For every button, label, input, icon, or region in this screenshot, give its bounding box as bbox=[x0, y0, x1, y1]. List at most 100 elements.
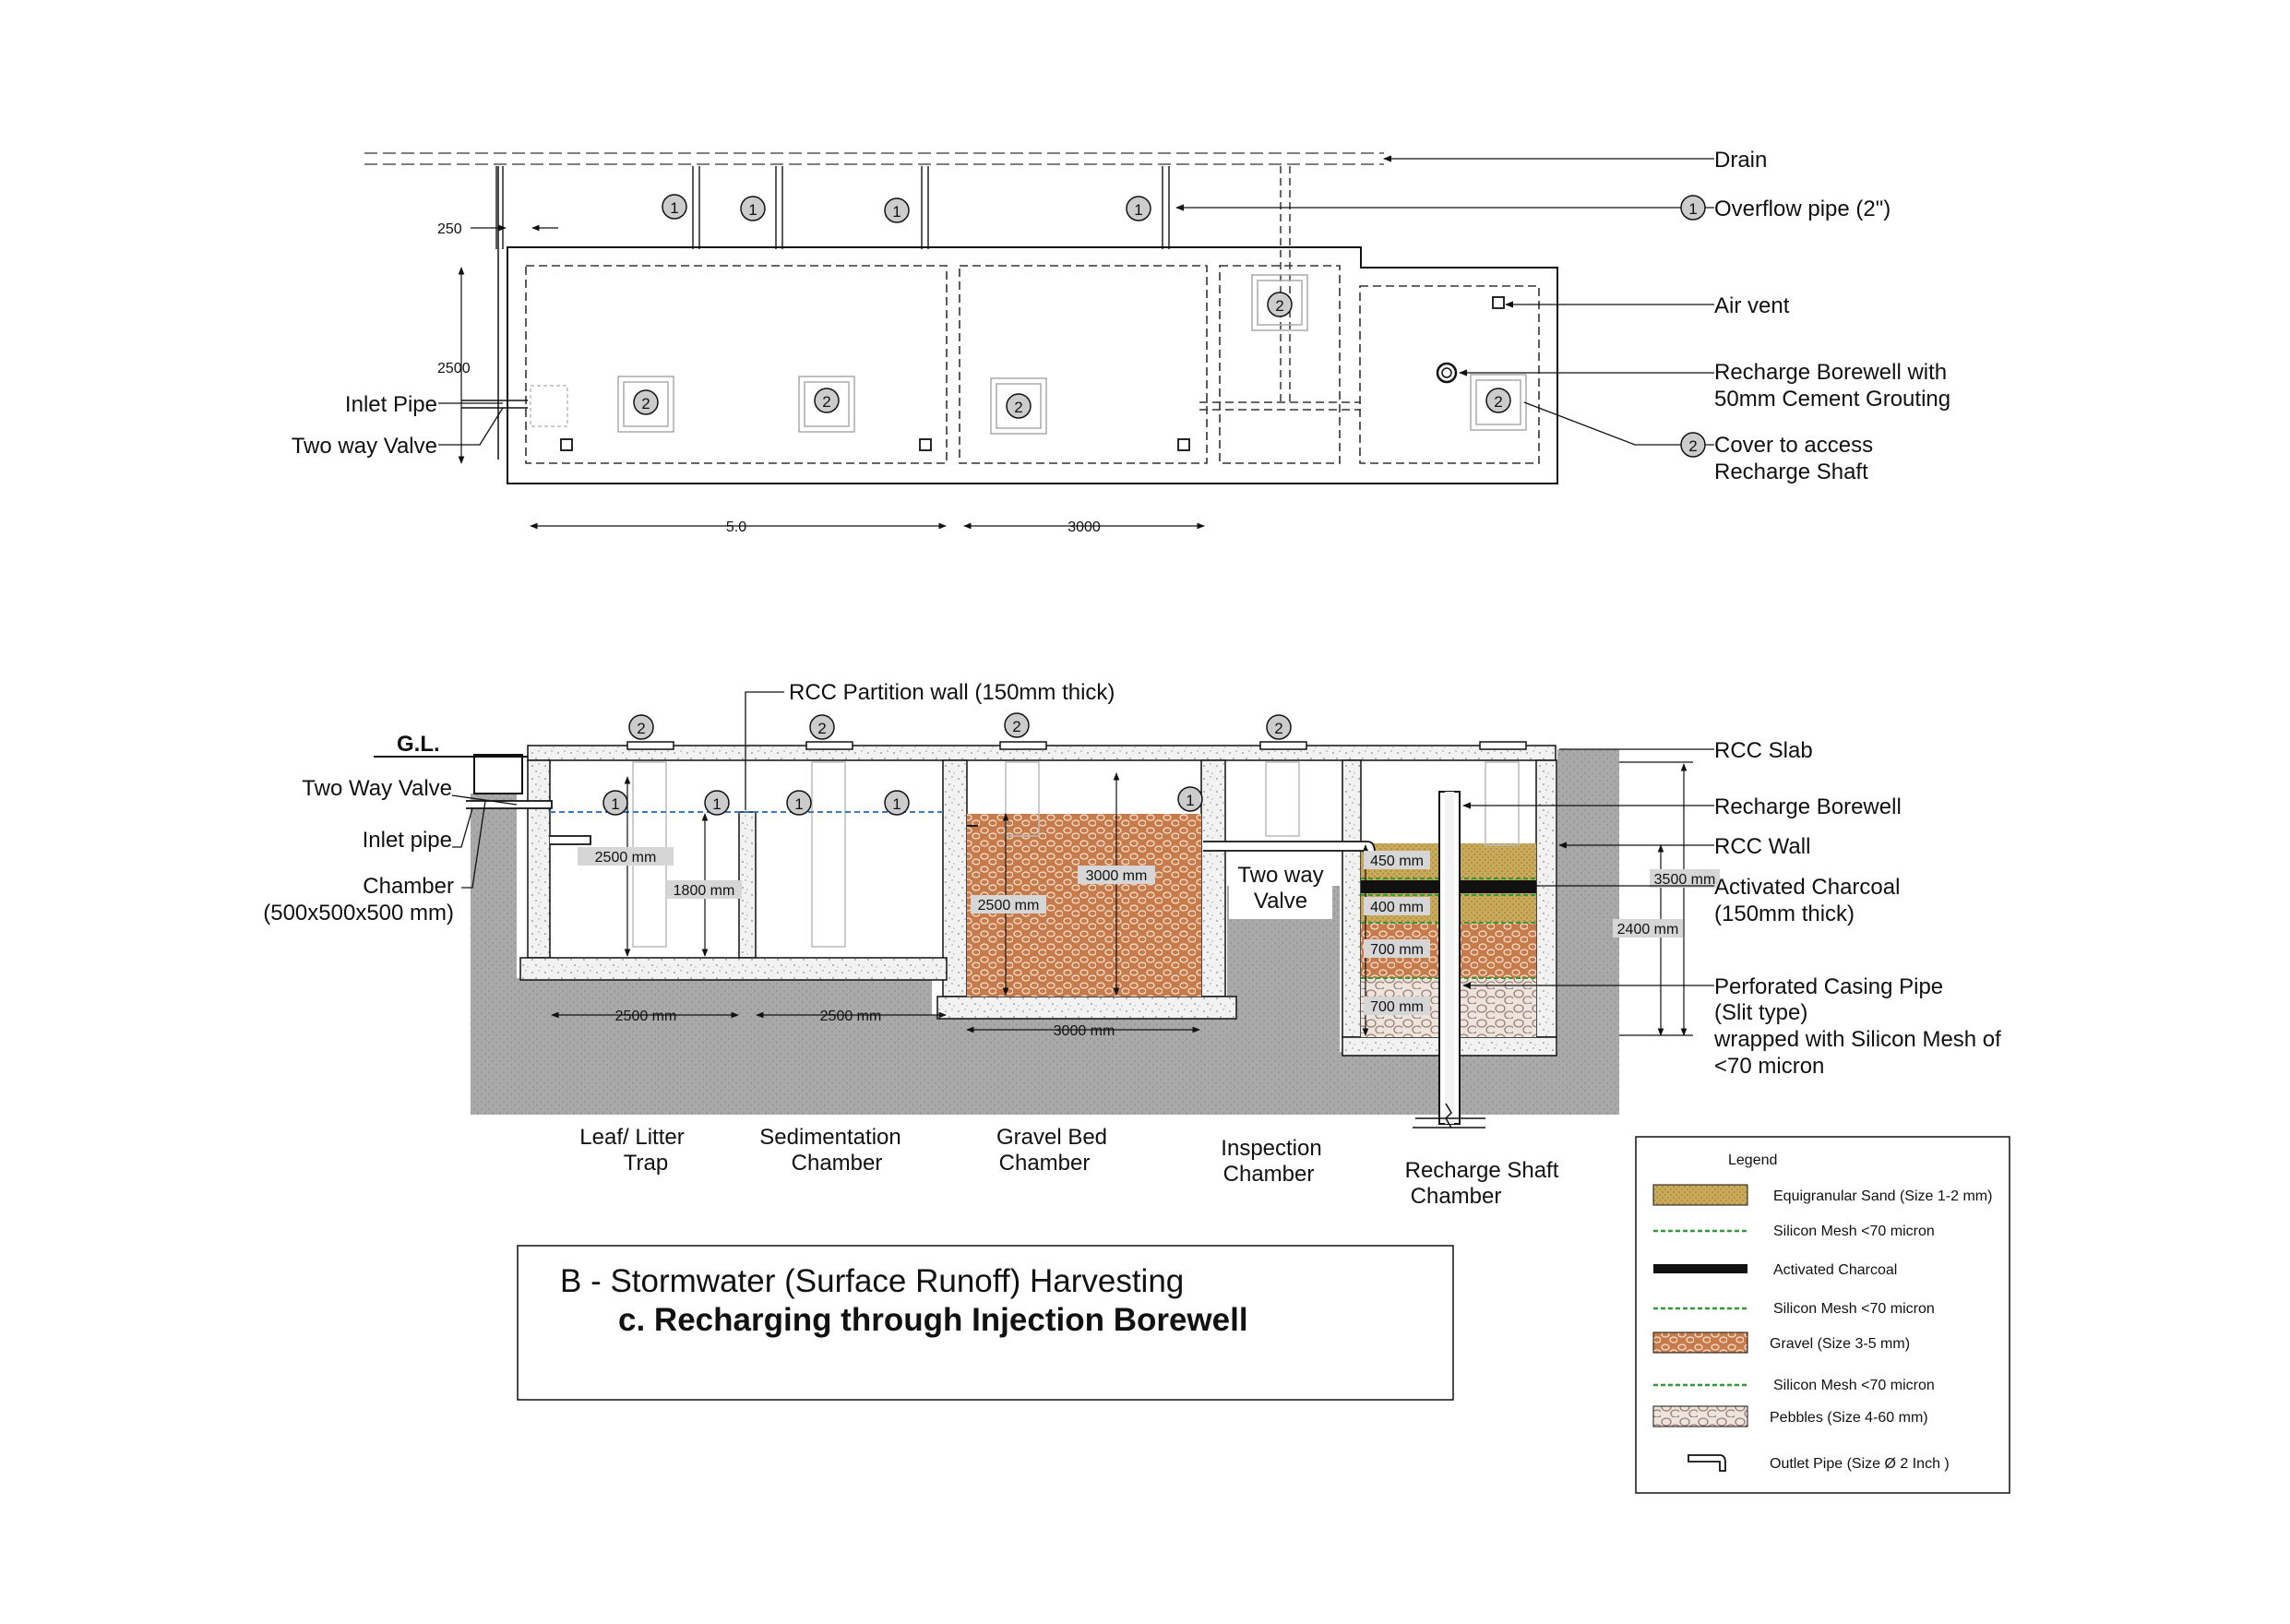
svg-text:1: 1 bbox=[748, 201, 757, 219]
marker-1: 1 bbox=[704, 790, 730, 816]
leaf-trap-label-2: Trap bbox=[624, 1151, 668, 1176]
plan-chambers bbox=[525, 265, 1540, 464]
activated-charcoal-label-2: (150mm thick) bbox=[1714, 902, 1855, 926]
marker-1: 1 bbox=[740, 196, 766, 221]
dim-5: 5.0 bbox=[726, 519, 746, 535]
soil-mass bbox=[471, 749, 1619, 1115]
plan-markers: 1 1 1 1 2 2 2 2 2 bbox=[633, 194, 1511, 419]
dim-2500-leaf: 2500 mm bbox=[595, 850, 657, 866]
legend-item: Silicon Mesh <70 micron bbox=[1773, 1378, 1935, 1393]
plan-outline bbox=[507, 246, 1558, 484]
perforated-pipe-label: Perforated Casing Pipe bbox=[1714, 974, 1943, 999]
svg-text:1: 1 bbox=[1186, 792, 1194, 809]
recharge-borewell-label-2: 50mm Cement Grouting bbox=[1714, 387, 1950, 412]
inspection-label: Inspection bbox=[1221, 1136, 1321, 1161]
legend: Legend Equigranular Sand (Size 1-2 mm) S… bbox=[1635, 1136, 2010, 1494]
marker-1: 1 bbox=[1177, 786, 1203, 812]
svg-text:1: 1 bbox=[892, 203, 900, 221]
legend-charcoal-swatch bbox=[1653, 1264, 1747, 1273]
dim-1800: 1800 mm bbox=[674, 883, 735, 899]
inspection-label-2: Chamber bbox=[1223, 1162, 1315, 1187]
svg-text:2: 2 bbox=[1012, 718, 1020, 735]
dim-700-gravel: 700 mm bbox=[1370, 942, 1424, 958]
activated-charcoal-label: Activated Charcoal bbox=[1714, 875, 1900, 900]
legend-item: Gravel (Size 3-5 mm) bbox=[1770, 1336, 1910, 1352]
cover-label: Cover to access bbox=[1714, 433, 1873, 458]
marker-1: 1 bbox=[884, 790, 910, 816]
svg-text:2: 2 bbox=[822, 393, 830, 411]
dim-250: 250 bbox=[437, 221, 462, 237]
marker-1: 1 bbox=[662, 194, 687, 220]
svg-text:1: 1 bbox=[670, 199, 678, 217]
ground-level-label: G.L. bbox=[397, 732, 440, 757]
svg-text:1: 1 bbox=[712, 795, 721, 813]
perforated-pipe-label-3: wrapped with Silicon Mesh of bbox=[1713, 1027, 2001, 1052]
marker-2: 2 bbox=[1267, 292, 1293, 317]
svg-text:2: 2 bbox=[1275, 297, 1283, 315]
dim-3000-plan: 3000 bbox=[1067, 519, 1101, 535]
svg-text:1: 1 bbox=[1688, 200, 1697, 218]
air-vents bbox=[560, 296, 1505, 451]
marker-2: 2 bbox=[628, 714, 654, 740]
marker-2: 2 bbox=[1485, 388, 1511, 413]
marker-2: 2 bbox=[814, 388, 840, 413]
recharge-shaft-label-2: Chamber bbox=[1411, 1184, 1502, 1209]
legend-item: Activated Charcoal bbox=[1773, 1262, 1897, 1278]
svg-text:2: 2 bbox=[817, 720, 826, 737]
recharge-shaft-label: Recharge Shaft bbox=[1405, 1158, 1559, 1183]
legend-item: Outlet Pipe (Size Ø 2 Inch ) bbox=[1770, 1456, 1950, 1472]
marker-1: 1 bbox=[884, 197, 910, 223]
inspection-valve-label-2: Valve bbox=[1254, 889, 1307, 914]
dim-700-pebbles: 700 mm bbox=[1370, 999, 1424, 1015]
section-inlet-pipe-label: Inlet pipe bbox=[363, 828, 452, 853]
marker-2: 2 bbox=[1266, 714, 1292, 740]
title-line-2: c. Recharging through Injection Borewell bbox=[618, 1302, 1248, 1338]
svg-text:1: 1 bbox=[794, 795, 803, 813]
perforated-pipe-label-4: <70 micron bbox=[1714, 1054, 1824, 1079]
svg-text:1: 1 bbox=[1134, 201, 1142, 219]
marker-2: 2 bbox=[809, 714, 835, 740]
dim-2400: 2400 mm bbox=[1617, 922, 1679, 937]
overflow-pipe-label: Overflow pipe (2") bbox=[1714, 197, 1890, 221]
drain-line bbox=[364, 152, 1384, 165]
perforated-pipe-label-2: (Slit type) bbox=[1714, 1000, 1807, 1025]
title-block: B - Stormwater (Surface Runoff) Harvesti… bbox=[517, 1245, 1454, 1401]
marker-2: 2 bbox=[1006, 393, 1032, 419]
svg-text:2: 2 bbox=[1014, 399, 1022, 416]
marker-1: 1 bbox=[1126, 196, 1151, 221]
legend-gravel-swatch bbox=[1652, 1331, 1748, 1354]
marker-2: 2 bbox=[633, 389, 659, 415]
legend-item: Pebbles (Size 4-60 mm) bbox=[1770, 1410, 1928, 1426]
section-view: 2 2 2 2 1 1 1 1 1 bbox=[263, 680, 2001, 1209]
overflow-pipes bbox=[495, 166, 1170, 249]
rcc-partition-label: RCC Partition wall (150mm thick) bbox=[789, 680, 1115, 705]
drain-label: Drain bbox=[1714, 148, 1767, 173]
marker-2: 2 bbox=[1680, 432, 1706, 458]
dim-2500-gravel: 2500 mm bbox=[978, 898, 1040, 914]
recharge-borewell-icon bbox=[1436, 362, 1458, 384]
dim-450: 450 mm bbox=[1370, 854, 1424, 869]
legend-item: Silicon Mesh <70 micron bbox=[1773, 1224, 1935, 1239]
legend-item: Equigranular Sand (Size 1-2 mm) bbox=[1773, 1188, 1992, 1204]
svg-text:1: 1 bbox=[611, 795, 619, 813]
cover-label-2: Recharge Shaft bbox=[1714, 460, 1868, 484]
legend-sand-swatch bbox=[1652, 1184, 1748, 1206]
svg-text:1: 1 bbox=[892, 795, 900, 813]
section-leaders bbox=[451, 691, 1714, 989]
dim-2500-plan: 2500 bbox=[437, 361, 471, 376]
marker-1: 1 bbox=[786, 790, 812, 816]
rcc-wall-label: RCC Wall bbox=[1714, 834, 1810, 859]
air-vent-label: Air vent bbox=[1714, 293, 1790, 318]
marker-1: 1 bbox=[602, 790, 628, 816]
svg-text:2: 2 bbox=[1274, 720, 1282, 737]
sedimentation-label: Sedimentation bbox=[759, 1125, 900, 1150]
section-markers: 2 2 2 2 1 1 1 1 1 bbox=[602, 712, 1292, 816]
access-covers bbox=[617, 274, 1527, 435]
rcc-slab-label: RCC Slab bbox=[1714, 738, 1813, 763]
recharge-borewell-section-label: Recharge Borewell bbox=[1714, 794, 1902, 819]
marker-2: 2 bbox=[1004, 712, 1030, 738]
chamber-size-label: (500x500x500 mm) bbox=[263, 901, 454, 925]
inspection-valve-label: Two way bbox=[1237, 863, 1323, 888]
borewell-pipe bbox=[1413, 791, 1485, 1128]
